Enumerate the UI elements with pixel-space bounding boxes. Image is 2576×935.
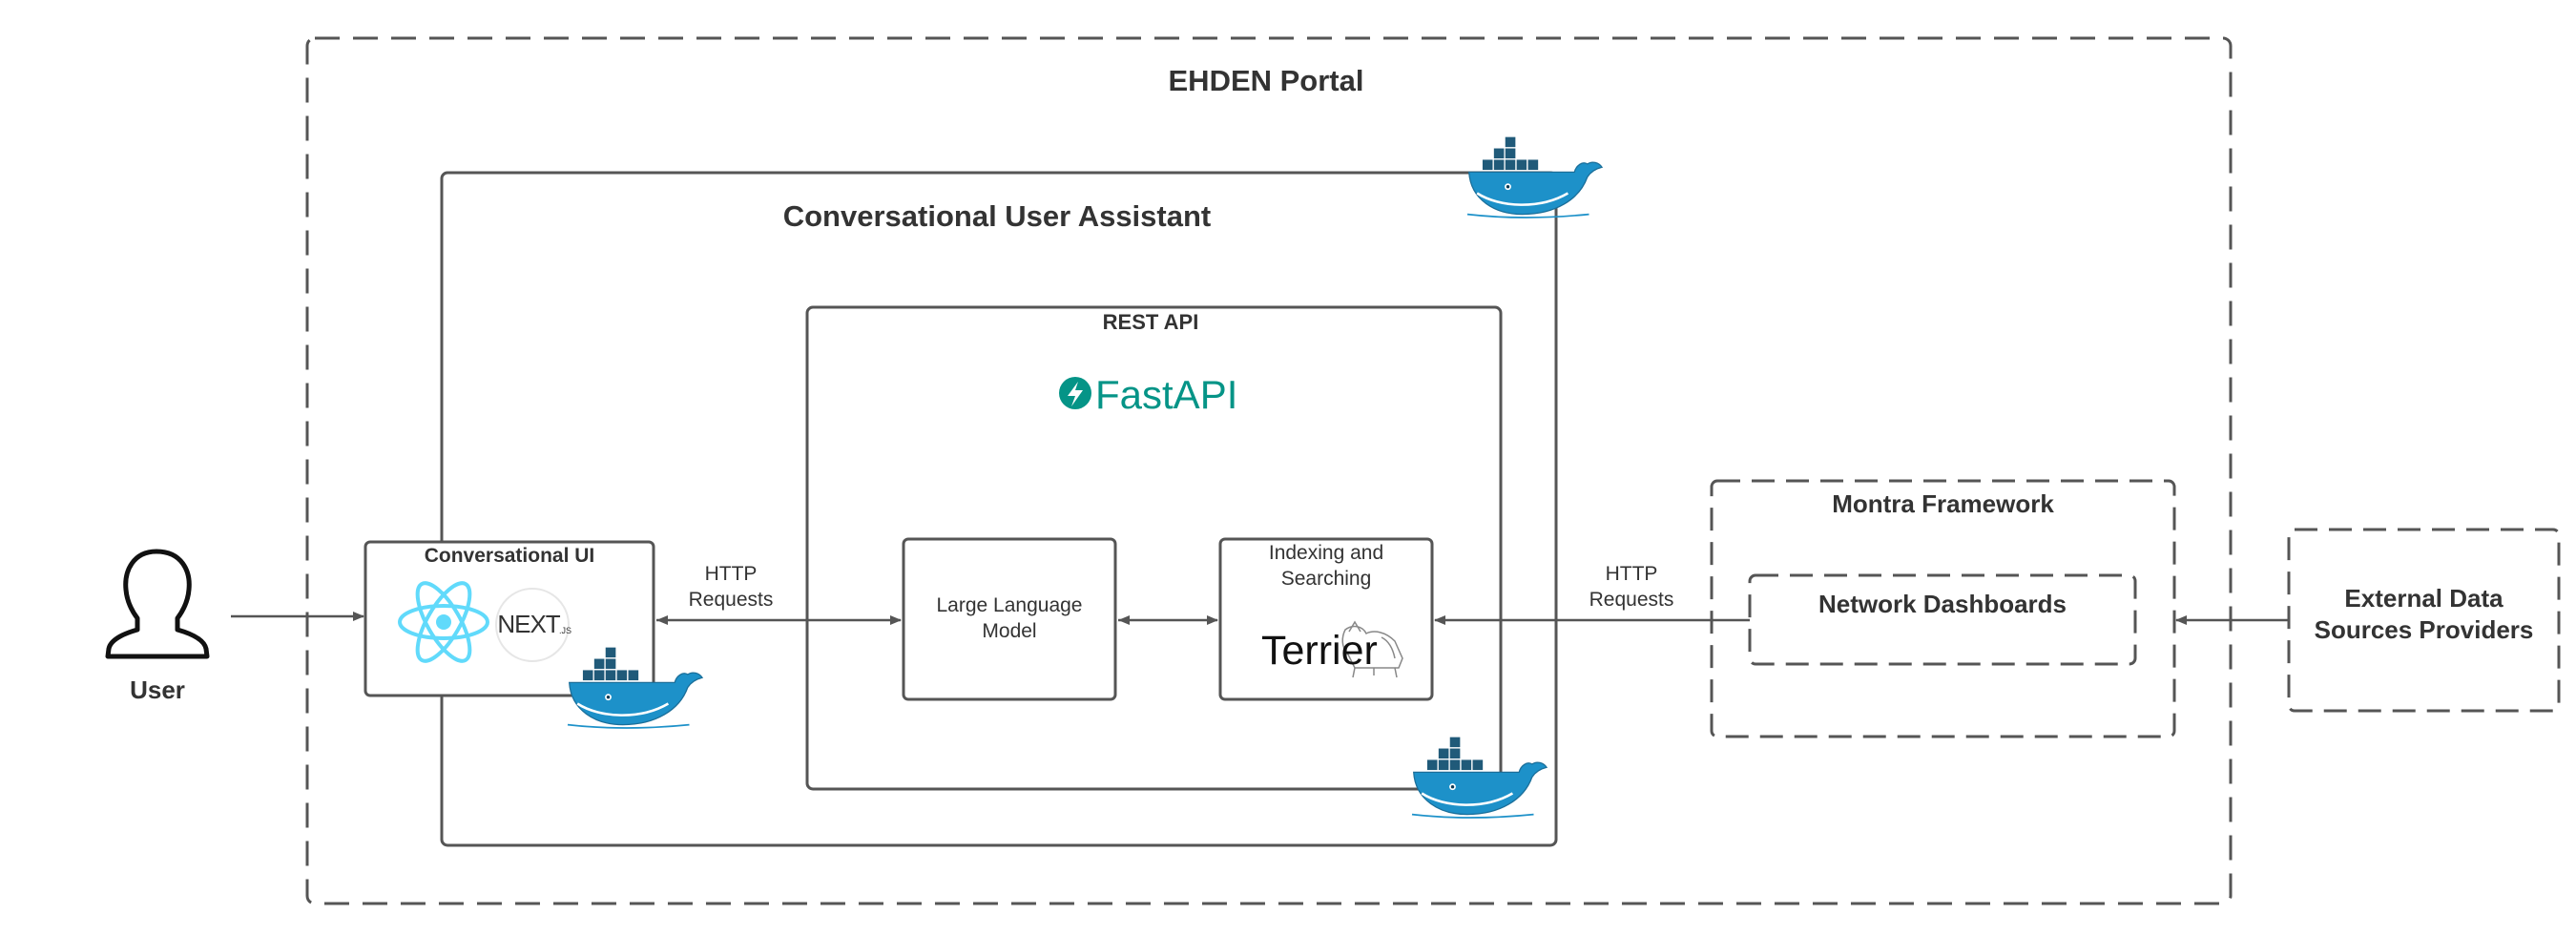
- http-requests-left-line1: HTTP: [704, 563, 758, 585]
- svg-text:NEXT: NEXT: [497, 610, 560, 638]
- llm-box: [902, 537, 1117, 701]
- react-icon: [398, 581, 489, 663]
- llm-label-line2: Model: [982, 620, 1037, 642]
- terrier-dog-icon: [1341, 620, 1403, 678]
- user-icon: [105, 549, 210, 659]
- svg-text:.JS: .JS: [559, 626, 571, 635]
- montra-framework-boundary: [1710, 479, 2176, 738]
- http-requests-right-line2: Requests: [1589, 589, 1674, 611]
- indexing-label-line2: Searching: [1280, 568, 1372, 590]
- nextjs-icon: NEXT .JS: [495, 588, 571, 662]
- docker-icon: [1410, 735, 1548, 820]
- indexing-label-line1: Indexing and: [1268, 542, 1384, 564]
- llm-label-line1: Large Language: [936, 594, 1083, 616]
- montra-title: Montra Framework: [1832, 489, 2054, 518]
- http-requests-left-line2: Requests: [688, 589, 774, 611]
- llm-arrowhead: [1118, 615, 1130, 625]
- fastapi-bolt-icon: [1059, 377, 1091, 409]
- conversational-ui-title: Conversational UI: [424, 545, 595, 567]
- docker-icon: [1465, 135, 1604, 219]
- fastapi-logo-text: FastAPI: [1095, 372, 1238, 417]
- rest-api-container: [805, 305, 1503, 791]
- rest-api-title: REST API: [1102, 310, 1199, 334]
- ui-arrowhead: [656, 615, 668, 625]
- user-label: User: [130, 675, 185, 704]
- network-dashboards-box: [1748, 573, 2137, 666]
- http-requests-right-line1: HTTP: [1605, 563, 1658, 585]
- assistant-title: Conversational User Assistant: [782, 199, 1212, 233]
- assistant-container: [440, 171, 1558, 847]
- terrier-logo-text: Terrier: [1261, 628, 1378, 674]
- external-sources-line1: External Data: [2344, 584, 2503, 613]
- ehden-portal-boundary: [305, 36, 2233, 905]
- external-sources-line2: Sources Providers: [2314, 615, 2534, 644]
- ehden-portal-title: EHDEN Portal: [1168, 64, 1364, 97]
- network-dashboards-label: Network Dashboards: [1818, 590, 2067, 618]
- indexing-box: [1218, 537, 1434, 701]
